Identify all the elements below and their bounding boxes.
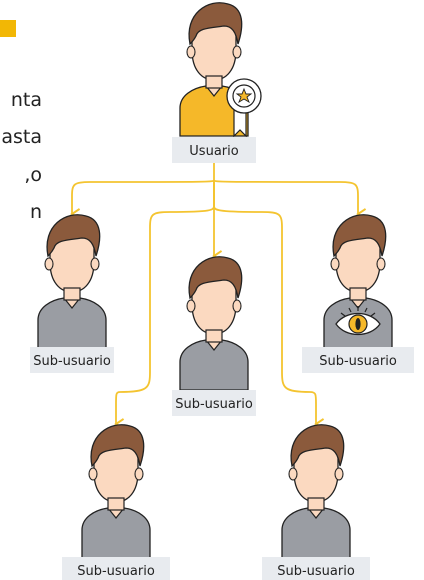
sub-user-avatar-4 [81, 424, 151, 559]
cut-text-line-3: o, [24, 164, 42, 186]
cut-text-line-1: nta [10, 89, 42, 111]
sub-user-avatar-5 [281, 424, 351, 559]
sub-user-label-box-4 [62, 557, 170, 580]
root-user-avatar [179, 2, 262, 138]
accent-block [0, 20, 16, 37]
sub-user-label-3: Sub-usuario [319, 354, 397, 369]
sub-user-label-1: Sub-usuario [33, 354, 111, 369]
sub-user-avatar-2 [179, 256, 249, 391]
connector-lines [72, 162, 367, 430]
sub-user-label-box-1 [30, 347, 114, 373]
sub-user-label-box-3 [302, 347, 414, 373]
root-label: Usuario [189, 144, 238, 159]
root-label-box [172, 137, 256, 163]
star-badge-icon [226, 78, 262, 138]
cut-text-line-2: asta [1, 126, 42, 148]
cut-text-line-4: n [29, 201, 42, 223]
sub-user-label-4: Sub-usuario [77, 564, 155, 579]
sub-user-avatar-1 [37, 214, 107, 349]
sub-user-label-2: Sub-usuario [175, 397, 253, 412]
sub-user-label-box-2 [172, 390, 256, 416]
sub-user-label-box-5 [262, 557, 370, 580]
sub-user-label-5: Sub-usuario [277, 564, 355, 579]
sub-user-avatar-3 [323, 214, 393, 349]
eye-icon [335, 306, 381, 336]
